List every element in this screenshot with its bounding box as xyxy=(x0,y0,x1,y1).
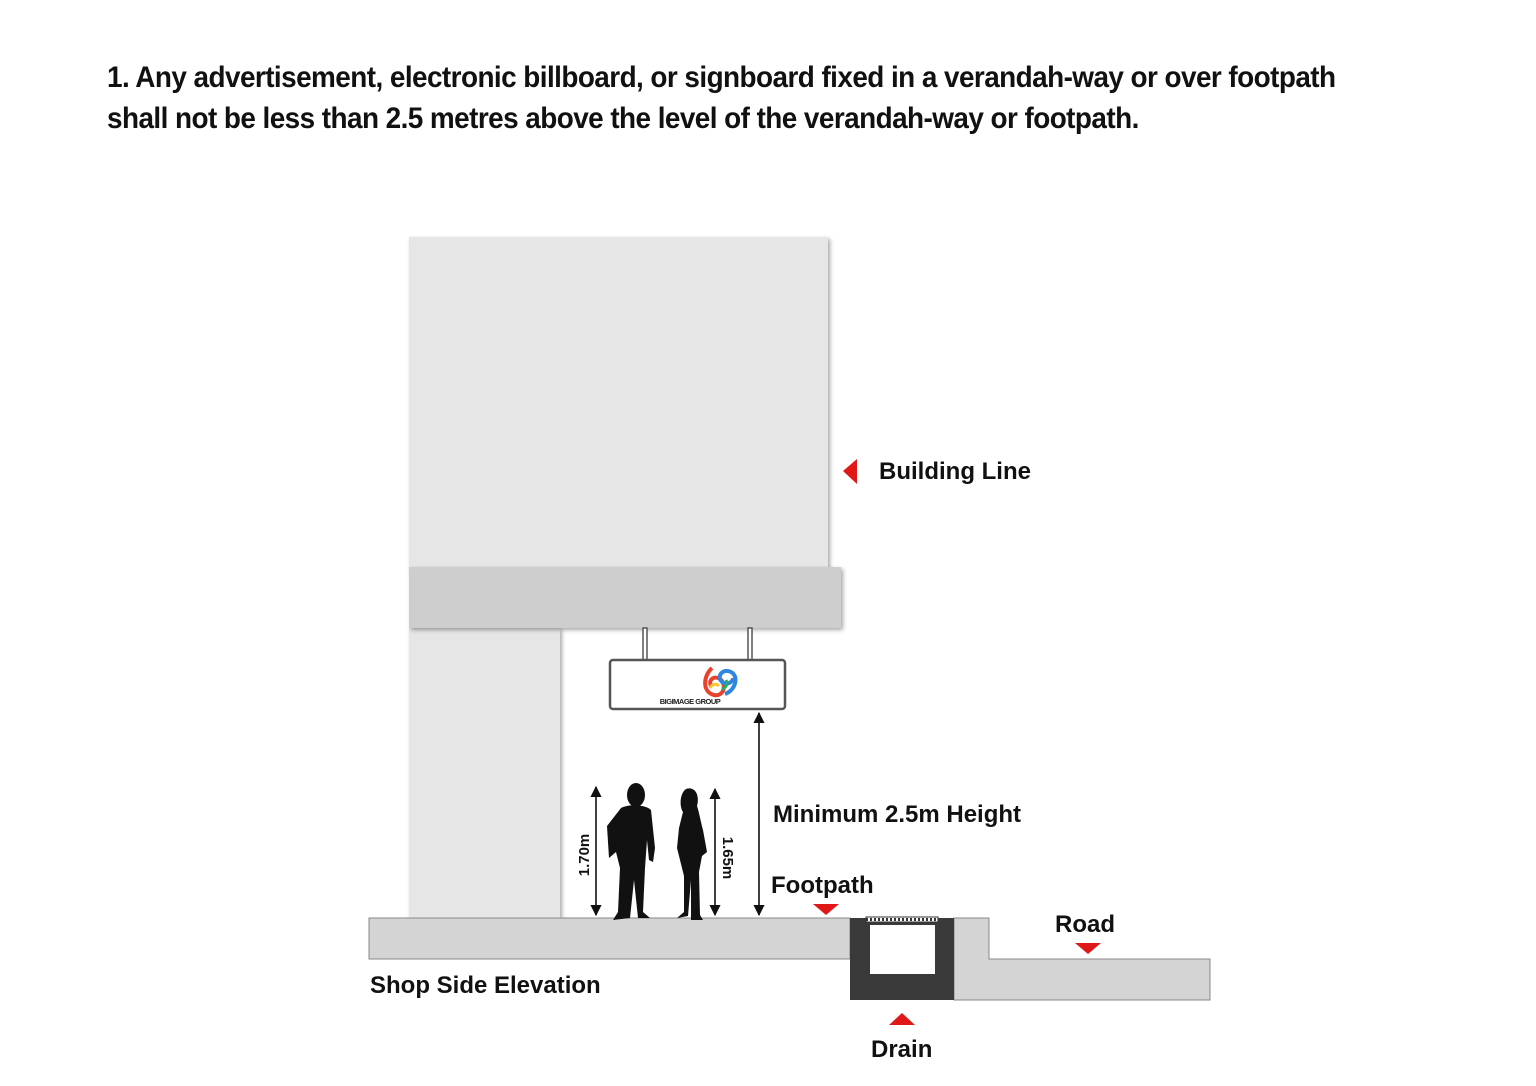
verandah-canopy xyxy=(409,567,841,628)
drain-label: Drain xyxy=(871,1036,932,1063)
man-height-label: 1.70m xyxy=(576,834,593,877)
woman-height-label: 1.65m xyxy=(719,837,736,880)
footpath-marker-icon xyxy=(813,904,839,915)
sign-hangers xyxy=(642,627,753,661)
footpath-label: Footpath xyxy=(771,872,874,899)
drain-section xyxy=(850,916,954,1000)
page-heading: 1. Any advertisement, electronic billboa… xyxy=(107,57,1409,139)
signboard: BIGIMAGE GROUP xyxy=(608,658,787,711)
shop-side-elevation-label: Shop Side Elevation xyxy=(370,972,601,999)
brand-text: BIGIMAGE GROUP xyxy=(660,697,721,706)
building-wall xyxy=(409,237,828,569)
footpath-slab xyxy=(368,917,851,960)
man-silhouette xyxy=(607,783,655,920)
heading-line-1: 1. Any advertisement, electronic billboa… xyxy=(107,61,1336,94)
building-pillar xyxy=(409,628,560,918)
road-marker-icon xyxy=(1075,943,1101,954)
road-label: Road xyxy=(1055,911,1115,938)
drain-marker-icon xyxy=(889,1013,915,1025)
heading-line-2: shall not be less than 2.5 metres above … xyxy=(107,102,1139,135)
minimum-height-label: Minimum 2.5m Height xyxy=(773,801,1021,828)
building-line-label: Building Line xyxy=(879,458,1031,485)
woman-silhouette xyxy=(677,788,707,920)
woman-height-dimension: 1.65m xyxy=(709,787,736,917)
brand-logo-icon xyxy=(703,666,738,698)
building-line-marker-icon xyxy=(843,459,857,484)
man-height-dimension: 1.70m xyxy=(576,785,602,917)
